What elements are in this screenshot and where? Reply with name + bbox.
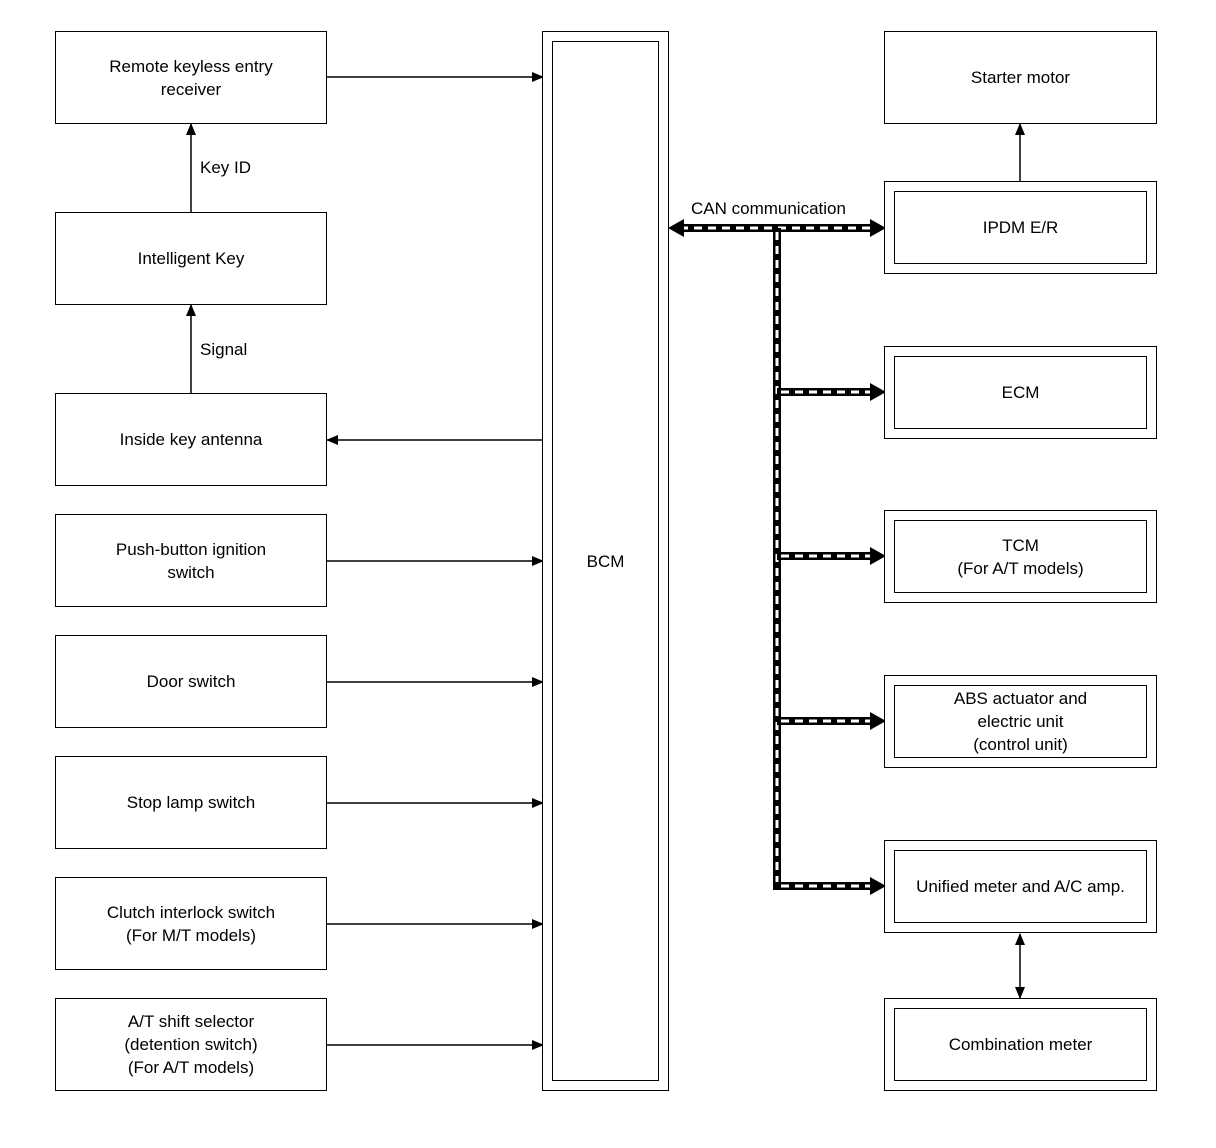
stop-lamp-switch-box: Stop lamp switch [55,756,327,849]
combination-meter-label: Combination meter [948,1035,1093,1054]
starter-motor-label: Starter motor [970,68,1071,87]
door-switch-box: Door switch [55,635,327,728]
abs-actuator-label: ABS actuator and electric unit (control … [953,689,1088,754]
unified-meter-box: Unified meter and A/C amp. [884,840,1157,933]
at-shift-selector-label: A/T shift selector (detention switch) (F… [124,1012,258,1077]
tcm-label: TCM (For A/T models) [957,535,1084,578]
ipdm-er-label: IPDM E/R [982,218,1059,237]
clutch-interlock-switch-label: Clutch interlock switch (For M/T models) [106,902,276,945]
tcm-inner: TCM (For A/T models) [894,520,1147,593]
unified-meter-inner: Unified meter and A/C amp. [894,850,1147,923]
remote-keyless-entry-receiver-box: Remote keyless entry receiver [55,31,327,124]
at-shift-selector-box: A/T shift selector (detention switch) (F… [55,998,327,1091]
intelligent-key-box: Intelligent Key [55,212,327,305]
clutch-interlock-switch-box: Clutch interlock switch (For M/T models) [55,877,327,970]
inside-key-antenna-label: Inside key antenna [119,430,263,449]
ipdm-er-box: IPDM E/R [884,181,1157,274]
can-communication-label: CAN communication [691,199,846,218]
key-id-label: Key ID [200,158,252,177]
ipdm-er-inner: IPDM E/R [894,191,1147,264]
combination-meter-inner: Combination meter [894,1008,1147,1081]
abs-actuator-inner: ABS actuator and electric unit (control … [894,685,1147,758]
push-button-ignition-switch-label: Push-button ignition switch [115,539,267,582]
ecm-label: ECM [1001,383,1040,402]
unified-meter-label: Unified meter and A/C amp. [916,877,1125,896]
inside-key-antenna-box: Inside key antenna [55,393,327,486]
starter-motor-box: Starter motor [884,31,1157,124]
signal-label: Signal [200,340,248,359]
combination-meter-box: Combination meter [884,998,1157,1091]
can-bus [668,219,886,895]
remote-keyless-entry-receiver-label: Remote keyless entry receiver [109,56,273,99]
abs-actuator-box: ABS actuator and electric unit (control … [884,675,1157,768]
push-button-ignition-switch-box: Push-button ignition switch [55,514,327,607]
bcm-inner: BCM [552,41,659,1081]
bcm-label: BCM [586,551,625,571]
bcm-box: BCM [542,31,669,1091]
stop-lamp-switch-label: Stop lamp switch [126,793,256,812]
ecm-inner: ECM [894,356,1147,429]
tcm-box: TCM (For A/T models) [884,510,1157,603]
intelligent-key-label: Intelligent Key [137,249,245,268]
door-switch-label: Door switch [146,672,236,691]
ecm-box: ECM [884,346,1157,439]
